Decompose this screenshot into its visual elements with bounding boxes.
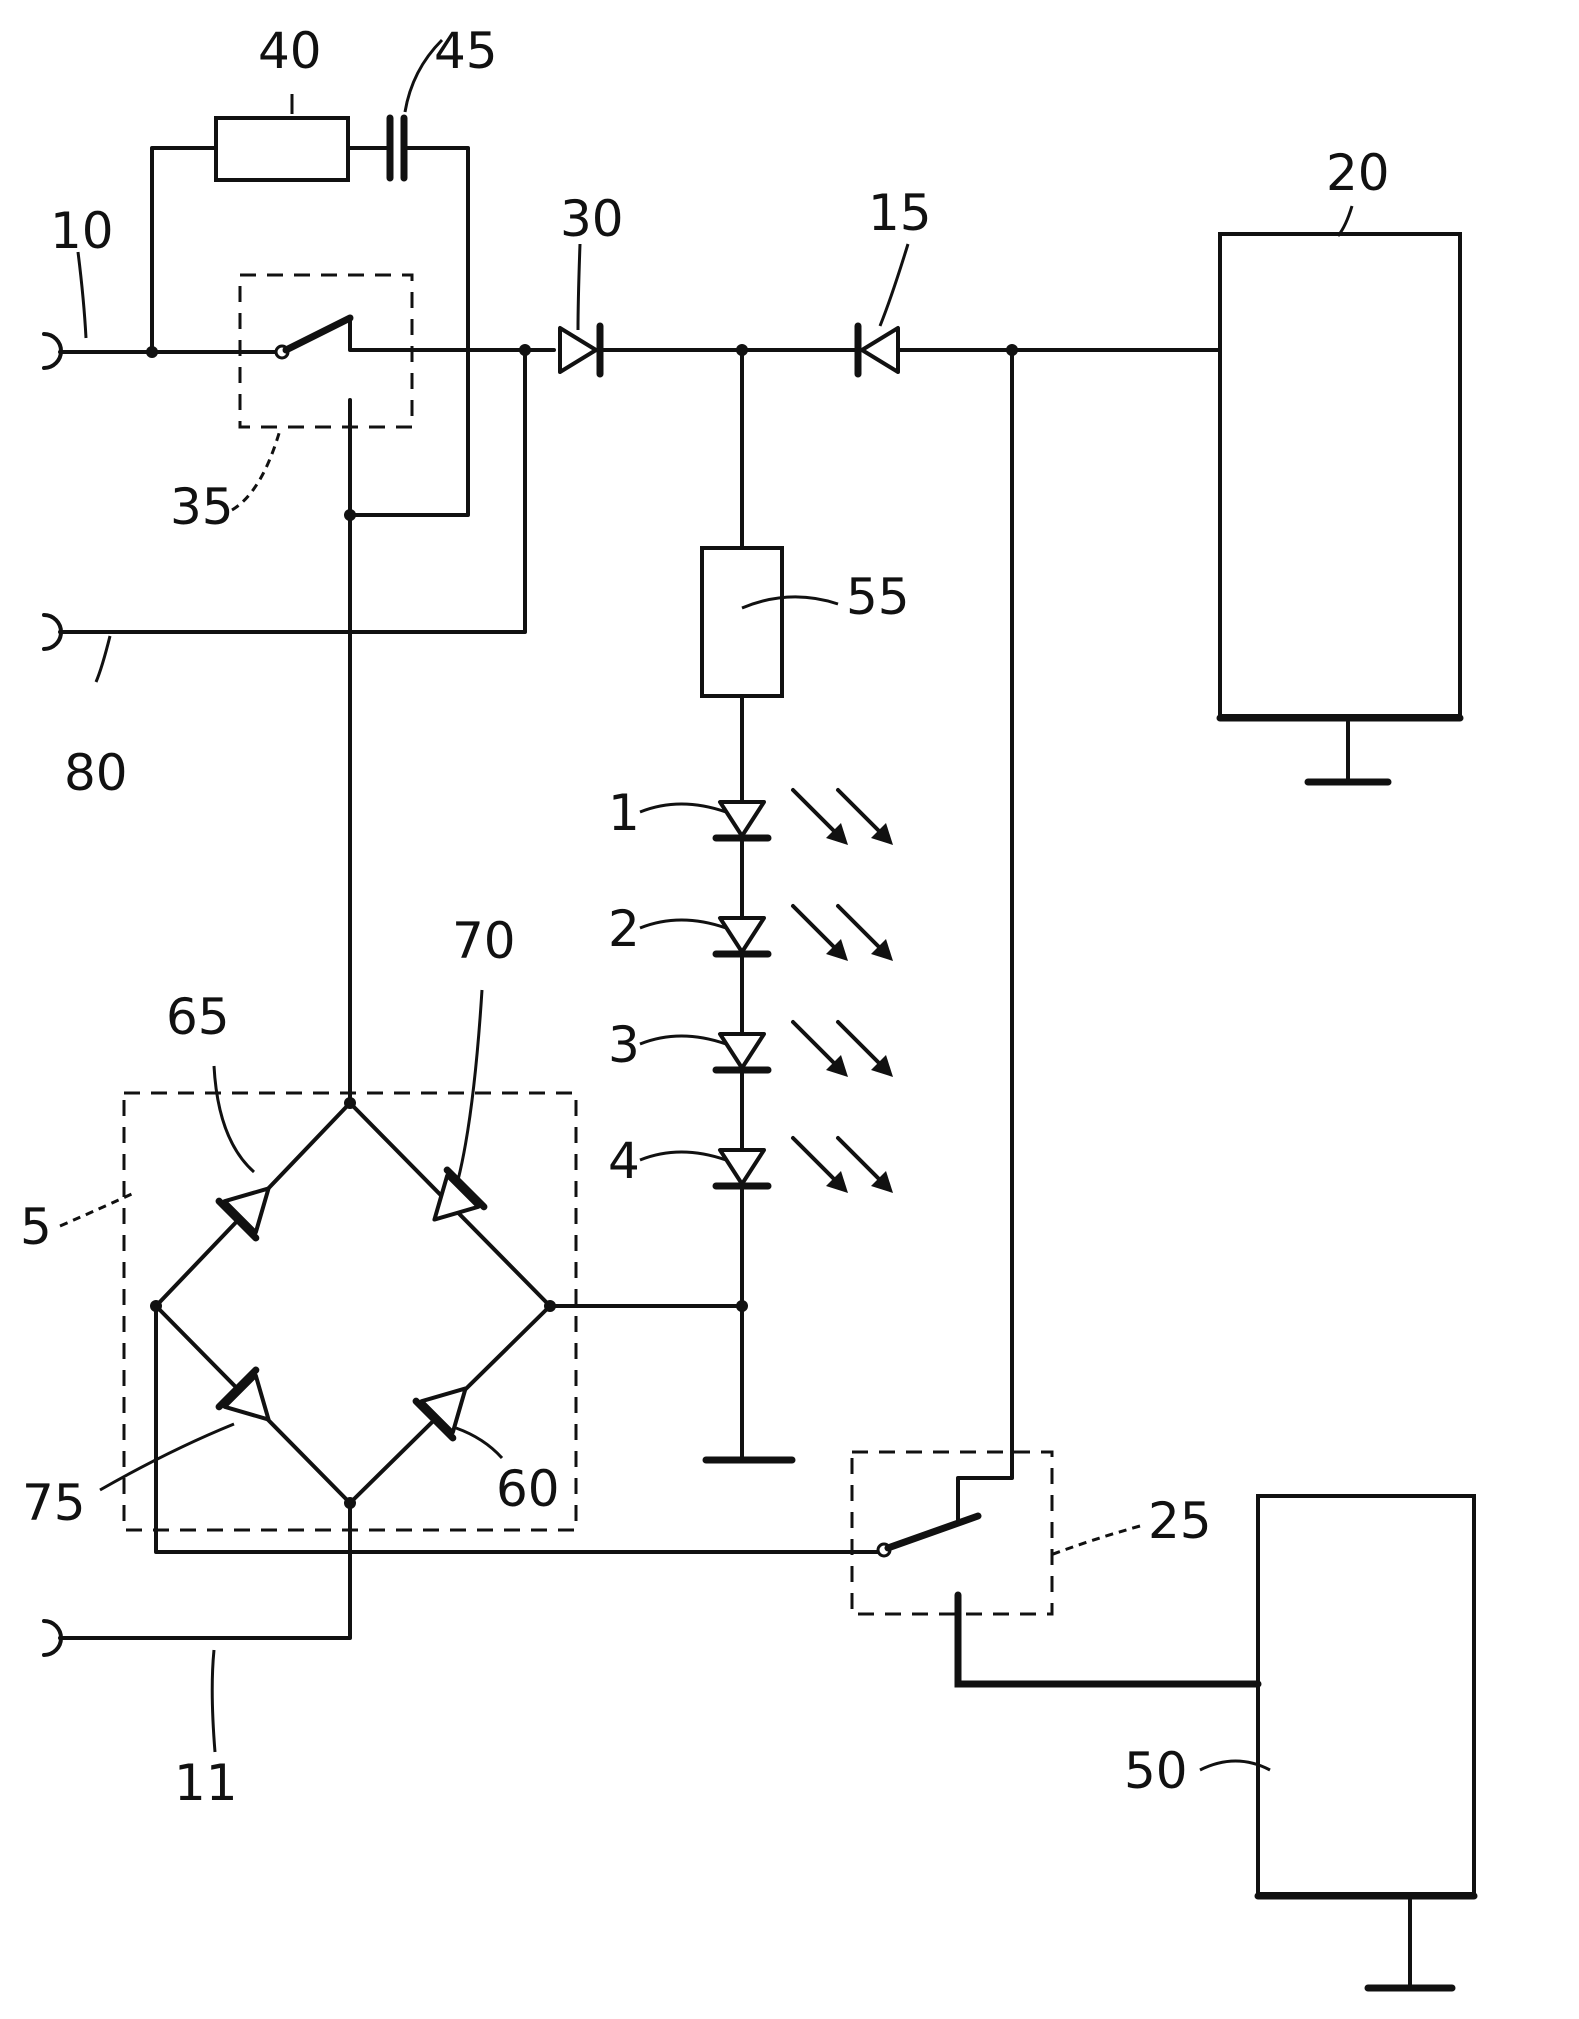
label-led-3: 3	[608, 1016, 640, 1074]
resistor-55	[702, 548, 782, 696]
led-chain	[702, 350, 893, 1460]
switch-25-blade	[888, 1516, 978, 1548]
label-70: 70	[452, 912, 516, 970]
label-5: 5	[20, 1198, 52, 1256]
label-20: 20	[1326, 144, 1390, 202]
diode-30	[560, 328, 596, 372]
unit-50	[1258, 1496, 1474, 1988]
switch-25-enclosure	[852, 1452, 1052, 1614]
label-75: 75	[22, 1474, 86, 1532]
label-60: 60	[496, 1460, 560, 1518]
label-30: 30	[560, 190, 624, 248]
label-led-4: 4	[608, 1132, 640, 1190]
switch-35-blade	[286, 318, 350, 350]
label-35: 35	[170, 478, 234, 536]
label-50: 50	[1124, 1742, 1188, 1800]
label-45: 45	[434, 22, 498, 80]
label-80: 80	[64, 744, 128, 802]
label-15: 15	[868, 184, 932, 242]
label-25: 25	[1148, 1492, 1212, 1550]
label-55: 55	[846, 568, 910, 626]
reference-labels: 10 80 11 40 45 35 30 15 20 55 1 2 3 4 70…	[20, 22, 1390, 1812]
bridge-rectifier-5	[124, 1093, 742, 1530]
diode-15	[862, 328, 898, 372]
label-65: 65	[166, 988, 230, 1046]
label-40: 40	[258, 22, 322, 80]
unit-20	[1220, 234, 1460, 782]
bottom-lines	[44, 1306, 880, 1655]
resistor-40	[216, 118, 348, 180]
terminal-80-line	[44, 350, 525, 649]
switch-25	[852, 350, 1258, 1684]
label-led-1: 1	[608, 784, 640, 842]
label-led-2: 2	[608, 900, 640, 958]
rc-branch	[152, 118, 468, 515]
label-10: 10	[50, 202, 114, 260]
label-11: 11	[174, 1754, 238, 1812]
